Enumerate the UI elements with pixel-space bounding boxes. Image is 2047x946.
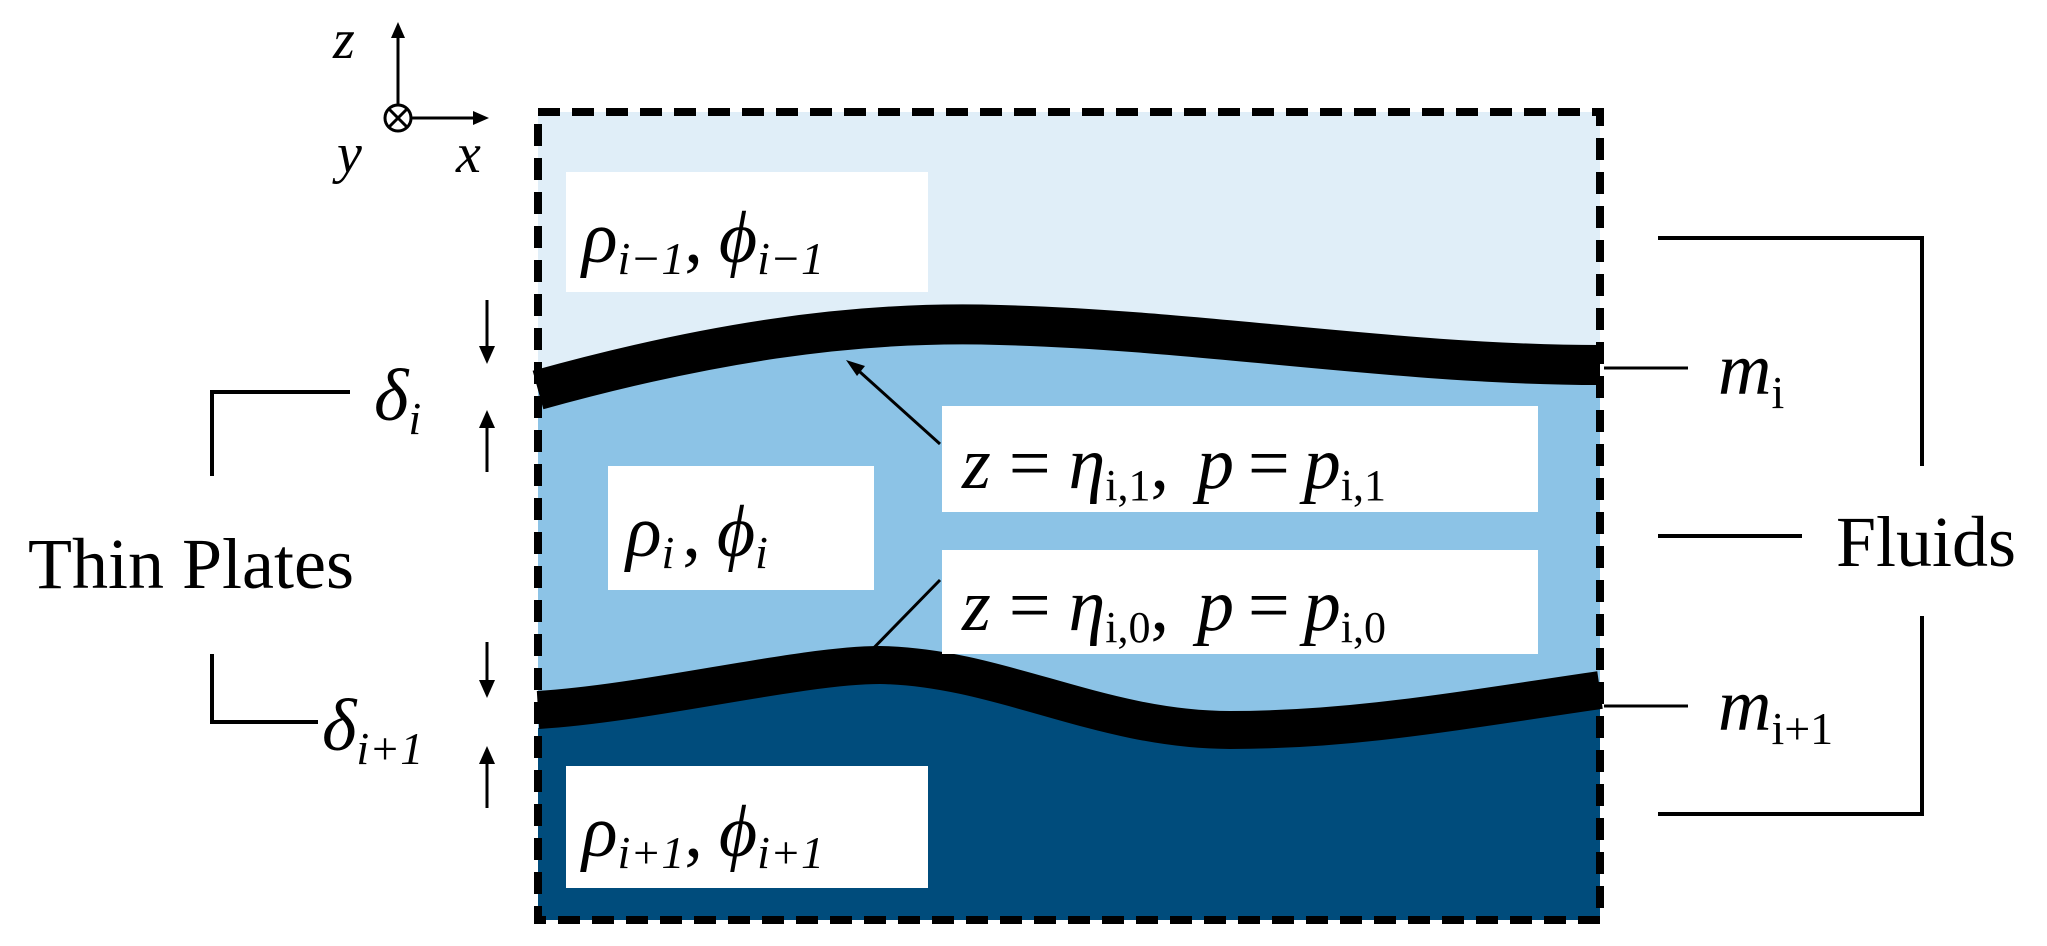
rho-symbol: ρ — [624, 491, 662, 573]
fluid-label-upper: ρi−1,ϕi−1 — [566, 172, 928, 292]
thickness-arrows-bottom — [479, 642, 495, 808]
comma: , — [684, 197, 703, 279]
thin-plates-bracket — [210, 390, 350, 724]
subscript: i−1 — [757, 233, 824, 284]
rho-symbol: ρ — [580, 791, 618, 873]
phi-symbol: ϕ — [717, 491, 755, 573]
fluids-bracket — [1658, 236, 1924, 816]
subscript: i — [662, 527, 675, 578]
plate-lower — [536, 645, 1603, 750]
phi-symbol: ϕ — [719, 197, 757, 279]
x-axis-label: x — [455, 123, 481, 185]
phi-symbol: ϕ — [719, 791, 757, 873]
subscript: i — [755, 527, 768, 578]
plate-upper — [532, 304, 1601, 410]
thin-plates-label: Thin Plates — [28, 524, 354, 604]
thickness-arrows-top — [479, 300, 495, 472]
svg-text:ρi−1,ϕi−1: ρi−1,ϕi−1 — [580, 197, 824, 284]
svg-text:z=ηi,0,p=pi,0: z=ηi,0,p=pi,0 — [961, 565, 1386, 652]
coordinate-axes: z x y — [332, 9, 489, 185]
subscript: i−1 — [618, 233, 685, 284]
interface-top-pointer — [858, 370, 942, 446]
control-volume-boundary — [534, 108, 1604, 924]
fluid-label-middle: ρi,ϕi — [608, 466, 874, 590]
subscript: i+1 — [757, 827, 824, 878]
y-axis-label: y — [332, 123, 362, 185]
svg-text:ρi+1,ϕi+1: ρi+1,ϕi+1 — [580, 791, 824, 878]
thickness-label-bottom: δi+1 — [322, 685, 423, 774]
interface-label-bottom: z=ηi,0,p=pi,0 — [846, 550, 1538, 676]
rho-symbol: ρ — [580, 197, 618, 279]
z-axis-label: z — [332, 9, 355, 71]
fluid-label-lower: ρi+1,ϕi+1 — [566, 766, 928, 888]
mass-label-top: mi — [1718, 329, 1784, 418]
interface-label-top: z=ηi,1,p=pi,1 — [846, 360, 1538, 512]
svg-text:ρi,ϕi: ρi,ϕi — [624, 491, 768, 578]
comma: , — [684, 791, 703, 873]
svg-text:z=ηi,1,p=pi,1: z=ηi,1,p=pi,1 — [961, 423, 1386, 510]
subscript: i+1 — [618, 827, 685, 878]
thickness-label-top: δi — [374, 355, 421, 444]
mass-label-bottom: mi+1 — [1718, 665, 1833, 754]
comma: , — [682, 491, 701, 573]
fluids-label: Fluids — [1836, 502, 2016, 582]
interface-bottom-pointer — [858, 578, 942, 664]
